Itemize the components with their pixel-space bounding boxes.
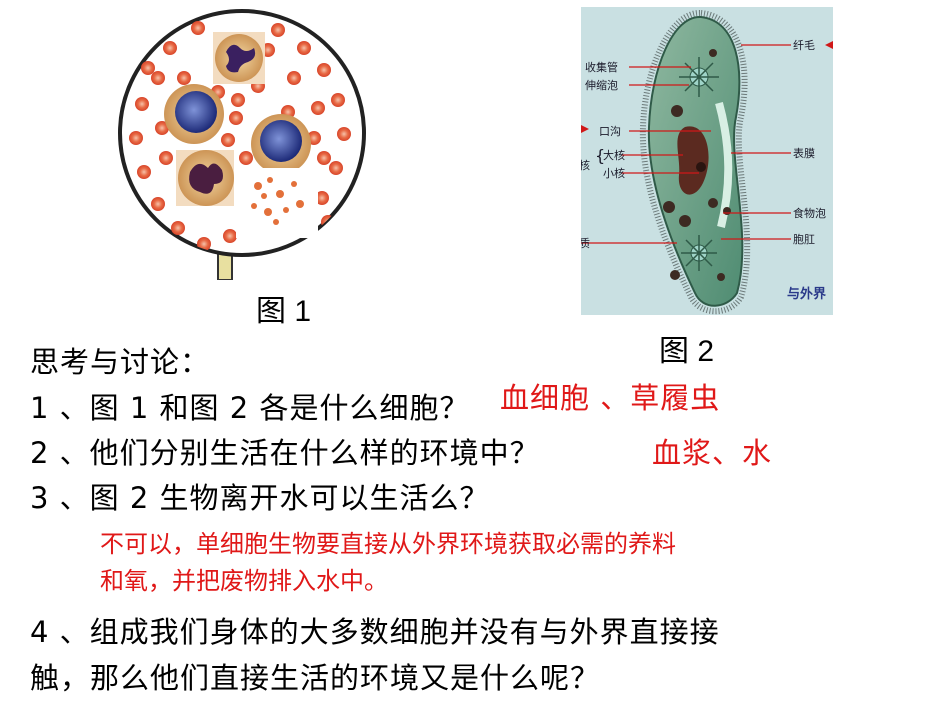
paramecium-illustration xyxy=(581,10,833,315)
red-blood-cell xyxy=(171,221,185,235)
red-blood-cell xyxy=(297,41,311,55)
red-blood-cell xyxy=(271,23,285,37)
contractile-vacuole xyxy=(681,235,717,271)
question-3: 3 、图 2 生物离开水可以生活么？ xyxy=(30,481,490,515)
question-4-line-2: 触，那么他们直接生活的环境又是什么呢？ xyxy=(30,661,601,695)
answer-2: 血浆、水 xyxy=(652,436,773,470)
arrow-marker xyxy=(825,41,833,49)
red-blood-cell xyxy=(197,237,211,251)
red-blood-cell xyxy=(287,71,301,85)
question-1: 1 、图 1 和图 2 各是什么细胞？ xyxy=(30,391,470,425)
figure-2-paramecium: 纤毛 收集管 伸缩泡 口沟 核 { 大核 小核 表膜 食物泡 胞肛 质 与外界 xyxy=(581,7,833,315)
red-blood-cell xyxy=(221,133,235,147)
red-blood-cell xyxy=(317,63,331,77)
red-blood-cell xyxy=(151,197,165,211)
label-corner-text: 与外界 xyxy=(787,287,827,302)
arrow-marker xyxy=(581,125,589,133)
red-blood-cell xyxy=(229,111,243,125)
label-leaders xyxy=(581,44,791,244)
label-collecting-tube: 收集管 xyxy=(585,61,618,74)
red-blood-cell xyxy=(141,233,155,247)
red-blood-cell xyxy=(315,191,329,205)
red-blood-cell xyxy=(311,101,325,115)
food-vacuoles xyxy=(663,49,731,281)
red-blood-cell xyxy=(331,93,345,107)
label-cilia: 纤毛 xyxy=(793,39,815,52)
red-blood-cell xyxy=(155,121,169,135)
label-anal-pore: 胞肛 xyxy=(793,233,815,246)
figure-1-caption: 图 1 xyxy=(256,295,312,328)
label-oral-groove: 口沟 xyxy=(599,125,621,138)
red-blood-cell xyxy=(135,97,149,111)
red-blood-cell xyxy=(159,151,173,165)
contractile-vacuole xyxy=(679,57,719,97)
white-blood-cell xyxy=(164,84,224,144)
cilia xyxy=(639,10,751,315)
red-blood-cell xyxy=(141,61,155,75)
discussion-heading: 思考与讨论： xyxy=(30,345,211,379)
answer-3-line-2: 和氧，并把废物排入水中。 xyxy=(100,567,388,595)
red-blood-cell xyxy=(223,229,237,243)
blood-smear-illustration xyxy=(118,9,366,281)
question-4-line-1: 4 、组成我们身体的大多数细胞并没有与外界直接接 xyxy=(30,615,720,649)
red-blood-cell xyxy=(137,165,151,179)
answer-3-line-1: 不可以，单细胞生物要直接从外界环境获取必需的养料 xyxy=(100,530,676,558)
red-blood-cell xyxy=(129,131,143,145)
white-blood-cell xyxy=(251,114,311,174)
red-blood-cell xyxy=(151,71,165,85)
red-blood-cell xyxy=(239,151,253,165)
platelets xyxy=(236,168,318,238)
answer-1: 血细胞 、草履虫 xyxy=(500,381,721,415)
label-nucleus-partial: 核 xyxy=(581,159,590,172)
figure-2-caption: 图 2 xyxy=(659,335,715,368)
label-contractile-vacuole: 伸缩泡 xyxy=(585,79,618,92)
red-blood-cell xyxy=(163,41,177,55)
question-2: 2 、他们分别生活在什么样的环境中？ xyxy=(30,436,540,470)
oral-groove xyxy=(715,101,733,228)
figure-1-blood-cells xyxy=(118,8,370,281)
label-micronucleus: 小核 xyxy=(603,167,625,180)
red-blood-cell xyxy=(177,71,191,85)
red-blood-cell xyxy=(317,151,331,165)
label-cytoplasm-partial: 质 xyxy=(581,237,590,250)
red-blood-cell xyxy=(337,127,351,141)
white-blood-cell xyxy=(213,32,265,84)
label-food-vacuole: 食物泡 xyxy=(793,207,826,220)
label-pellicle: 表膜 xyxy=(793,147,815,160)
red-blood-cell xyxy=(231,93,245,107)
micronucleus xyxy=(696,162,706,172)
brace: { xyxy=(595,146,606,165)
label-macronucleus: 大核 xyxy=(603,149,625,162)
white-blood-cell xyxy=(176,150,234,206)
macronucleus xyxy=(677,126,709,195)
red-blood-cell xyxy=(191,21,205,35)
red-blood-cell xyxy=(329,161,343,175)
